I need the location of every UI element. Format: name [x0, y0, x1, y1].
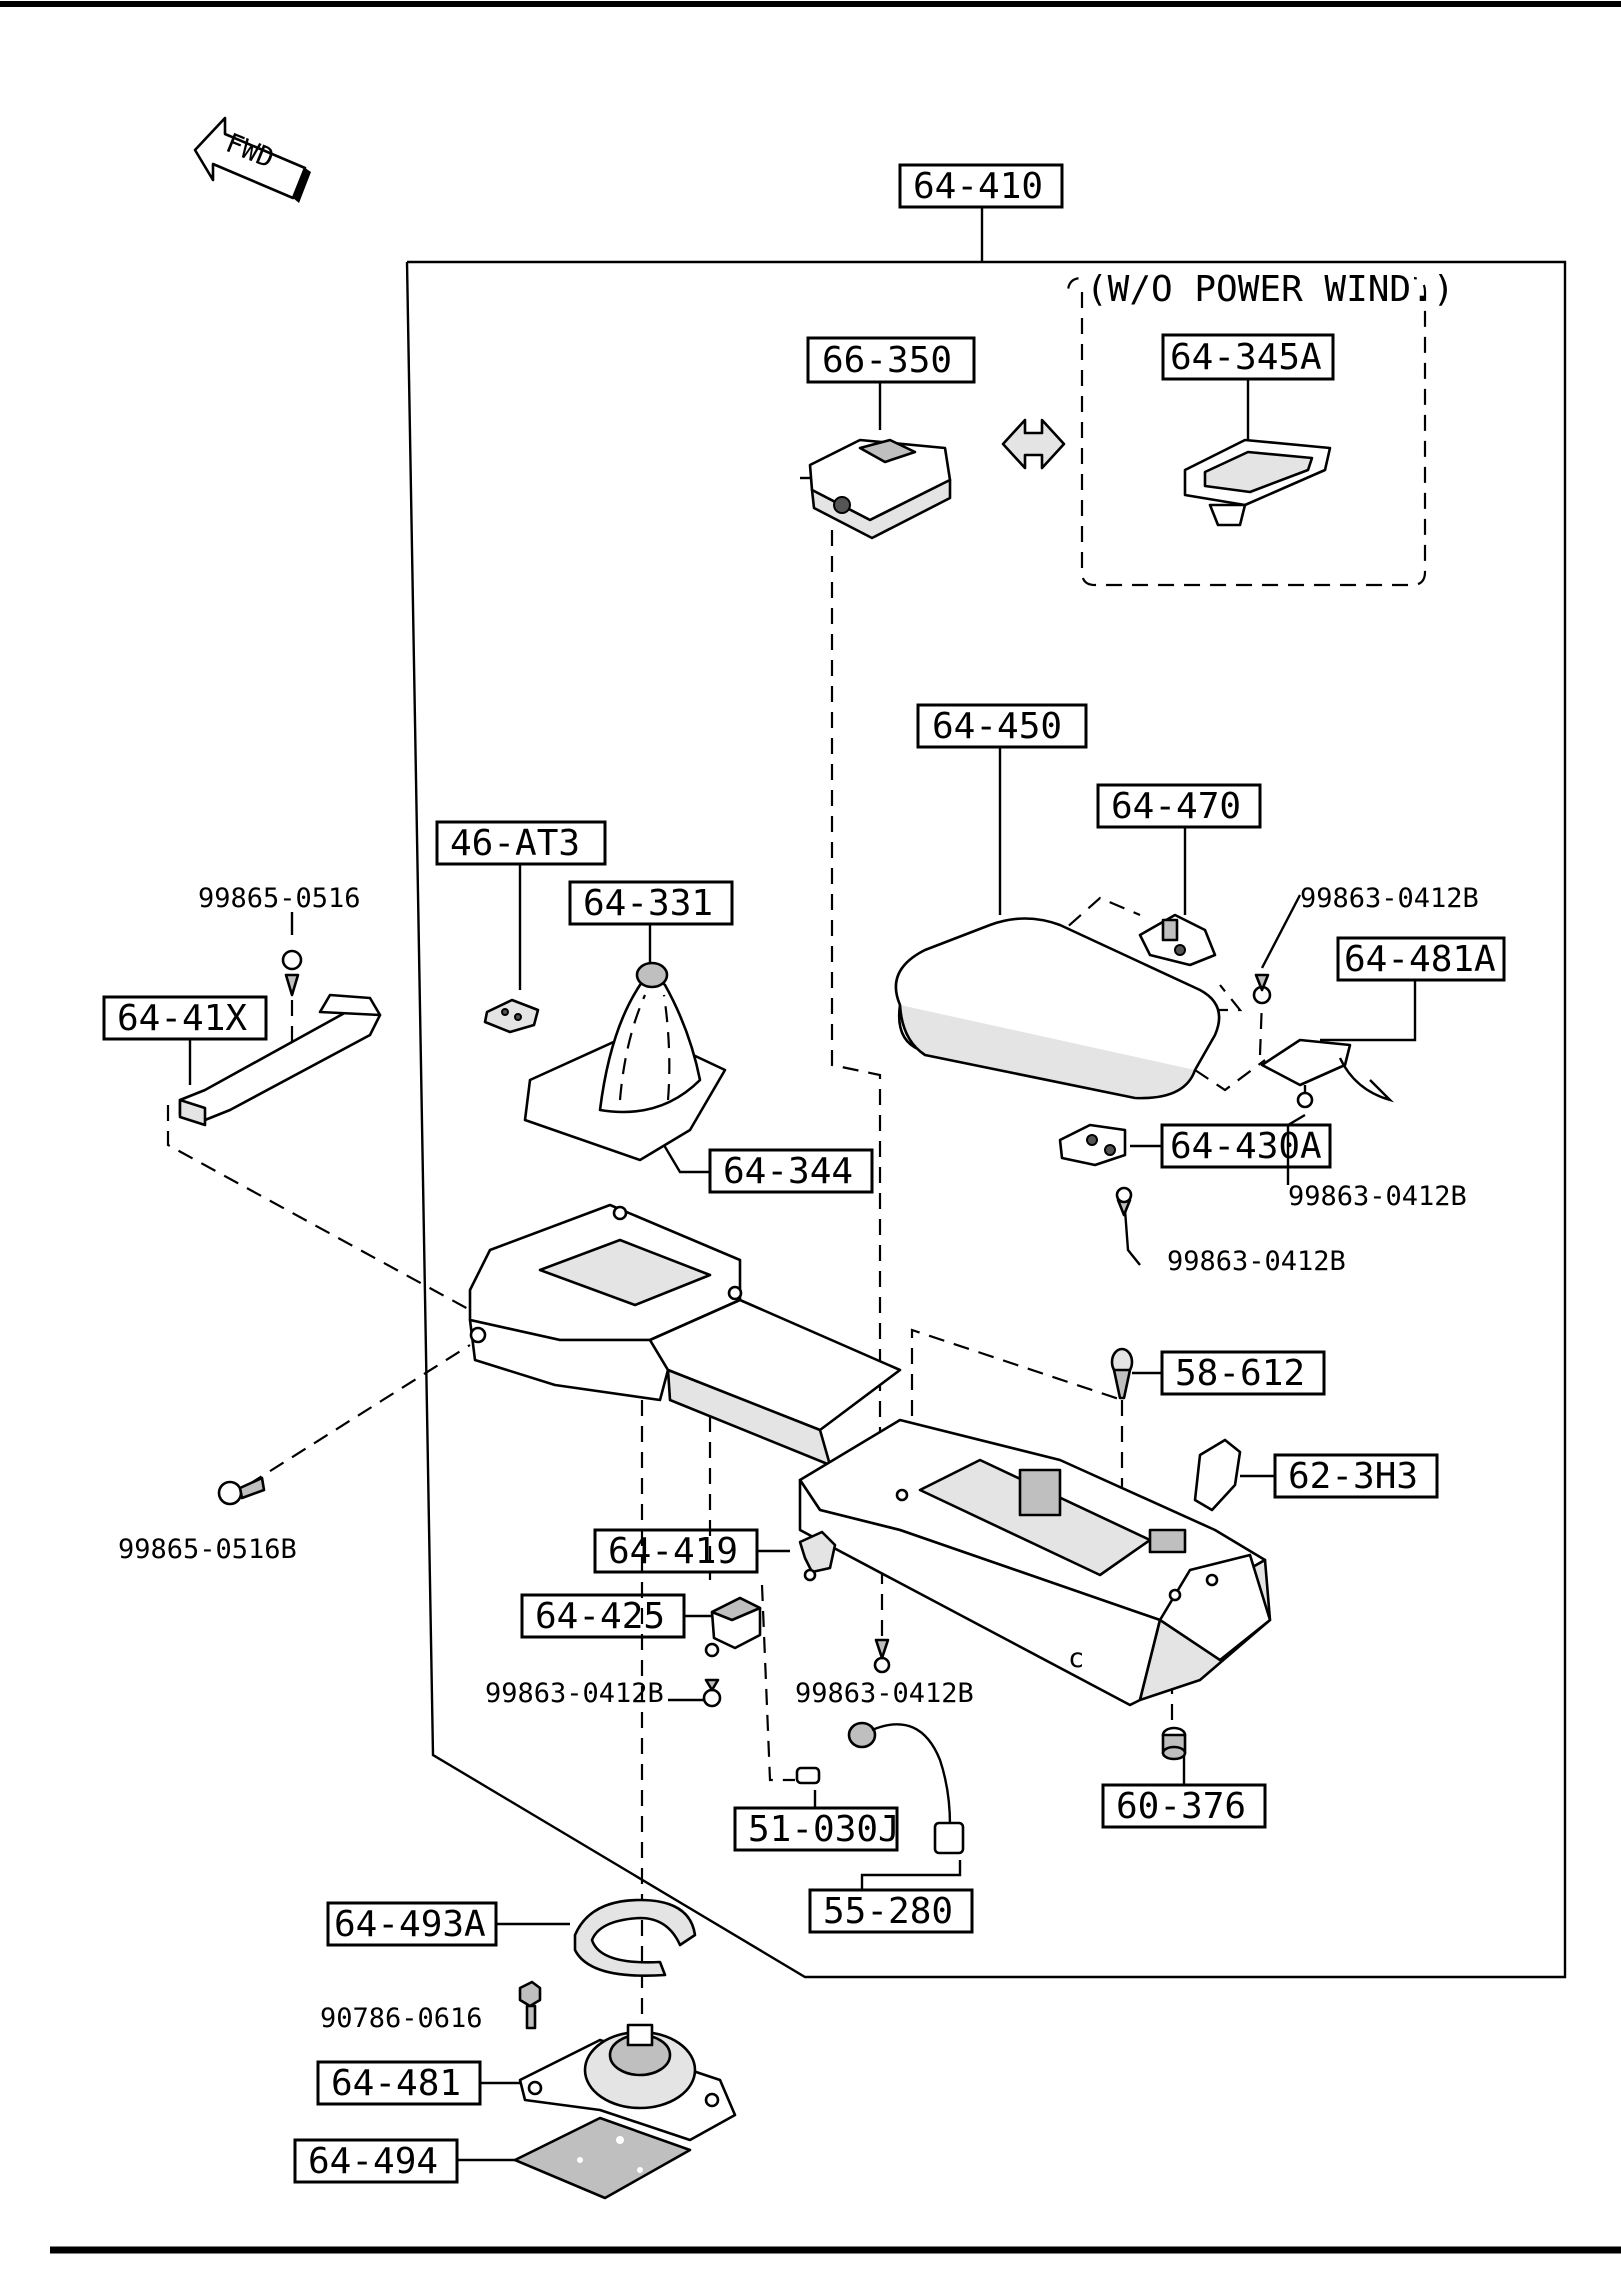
svg-text:66-350: 66-350 — [822, 340, 952, 381]
screw-icon — [217, 1476, 266, 1506]
part-label-58-612[interactable]: 58-612 — [1160, 1350, 1326, 1396]
push-clip — [1110, 1347, 1134, 1400]
assembly-boundary — [405, 260, 1567, 1979]
svg-text:60-376: 60-376 — [1116, 1786, 1246, 1827]
svg-text:62-3H3: 62-3H3 — [1288, 1456, 1418, 1497]
leader-lines — [188, 379, 1417, 2162]
blank-plate — [1183, 438, 1332, 527]
bolt-icon — [518, 1980, 542, 2030]
svg-text:51-030J: 51-030J — [748, 1809, 900, 1850]
svg-text:64-481A: 64-481A — [1344, 939, 1496, 980]
part-label-64-410[interactable]: 64-410 — [898, 163, 1064, 209]
part-label-64-470[interactable]: 64-470 — [1096, 783, 1262, 829]
screw-icon — [1252, 973, 1272, 1005]
part-label-55-280[interactable]: 55-280 — [808, 1888, 974, 1934]
fwd-arrow-icon: FWD — [193, 116, 311, 203]
interchange-arrow-icon — [1001, 418, 1066, 470]
svg-text:64-344: 64-344 — [723, 1151, 853, 1192]
mounting-bracket — [178, 949, 382, 1127]
assembly-dashed-lines — [166, 530, 1266, 2020]
screw-icon — [873, 1638, 891, 1674]
part-label-64-345A[interactable]: 64-345A — [1161, 333, 1335, 381]
svg-text:64-481: 64-481 — [331, 2063, 461, 2104]
part-label-66-350[interactable]: 66-350 — [806, 336, 976, 384]
part-label-60-376[interactable]: 60-376 — [1101, 1783, 1267, 1829]
part-label-62-3H3[interactable]: 62-3H3 — [1273, 1453, 1439, 1499]
fastener-label-99863-0412B-d: 99863-0412B — [485, 1678, 664, 1709]
insulator-pad — [513, 2116, 692, 2200]
latch-bracket — [1260, 1038, 1395, 1109]
svg-text:64-493A: 64-493A — [334, 1904, 486, 1945]
svg-text:64-331: 64-331 — [583, 883, 713, 924]
part-label-64-344[interactable]: 64-344 — [708, 1148, 874, 1194]
svg-text:58-612: 58-612 — [1175, 1353, 1305, 1394]
svg-text:c: c — [1068, 1643, 1084, 1674]
part-label-64-494[interactable]: 64-494 — [293, 2138, 459, 2184]
svg-text:55-280: 55-280 — [823, 1891, 953, 1932]
part-label-64-41X[interactable]: 64-41X — [102, 995, 268, 1041]
svg-text:64-425: 64-425 — [535, 1596, 665, 1637]
svg-text:64-345A: 64-345A — [1170, 337, 1322, 378]
fastener-label-99865-0516: 99865-0516 — [198, 883, 361, 914]
part-label-64-481[interactable]: 64-481 — [316, 2060, 482, 2106]
part-label-64-493A[interactable]: 64-493A — [326, 1901, 498, 1947]
side-bracket — [1193, 1438, 1242, 1512]
part-label-64-331[interactable]: 64-331 — [568, 880, 734, 926]
svg-text:64-470: 64-470 — [1111, 786, 1241, 827]
option-dashed-frame — [1066, 276, 1427, 587]
lid-hinge — [1138, 913, 1217, 967]
console-bracket — [702, 1596, 762, 1708]
fastener-label-99863-0412B-e: 99863-0412B — [795, 1678, 974, 1709]
svg-text:46-AT3: 46-AT3 — [450, 823, 580, 864]
part-label-64-419[interactable]: 64-419 — [593, 1528, 759, 1574]
part-label-64-430A[interactable]: 64-430A — [1160, 1123, 1332, 1169]
fastener-label-99863-0412B-a: 99863-0412B — [1300, 883, 1479, 914]
svg-text:64-494: 64-494 — [308, 2141, 438, 2182]
armrest-lid — [894, 917, 1221, 1100]
fastener-label-90786-0616: 90786-0616 — [320, 2003, 483, 2034]
svg-text:64-430A: 64-430A — [1170, 1126, 1322, 1167]
bulb — [795, 1766, 821, 1785]
grommet — [1161, 1726, 1187, 1761]
svg-text:64-419: 64-419 — [608, 1531, 738, 1572]
illumination-harness — [847, 1721, 965, 1855]
part-label-46-AT3[interactable]: 46-AT3 — [435, 820, 607, 866]
shift-boot — [523, 961, 727, 1162]
svg-text:64-410: 64-410 — [913, 166, 1043, 207]
center-console: c — [468, 1203, 1272, 1707]
svg-text:64-450: 64-450 — [932, 706, 1062, 747]
shift-pattern-plate — [483, 998, 540, 1034]
seal-ring — [573, 1898, 697, 1977]
fastener-label-99863-0412B-b: 99863-0412B — [1288, 1181, 1467, 1212]
part-label-64-450[interactable]: 64-450 — [916, 703, 1088, 749]
lock-catch — [1058, 1123, 1133, 1217]
option-label: (W/O POWER WIND.) — [1086, 269, 1454, 310]
svg-text:64-41X: 64-41X — [117, 998, 247, 1039]
part-label-64-425[interactable]: 64-425 — [520, 1593, 686, 1639]
fastener-label-99865-0516B: 99865-0516B — [118, 1534, 297, 1565]
retainer-clip — [798, 1530, 837, 1582]
part-label-64-481A[interactable]: 64-481A — [1336, 936, 1506, 982]
part-label-51-030J[interactable]: 51-030J — [733, 1806, 900, 1852]
fastener-label-99863-0412B-c: 99863-0412B — [1167, 1246, 1346, 1277]
power-window-switch — [800, 438, 952, 540]
shifter-base — [518, 2023, 737, 2142]
